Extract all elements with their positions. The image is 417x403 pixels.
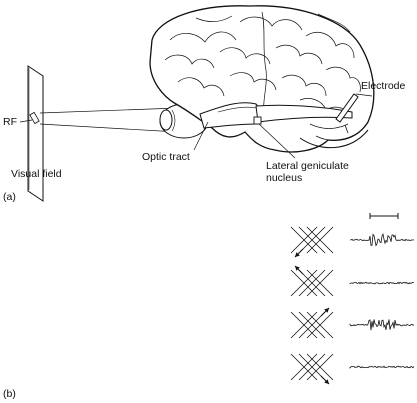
rf-label: RF xyxy=(3,116,17,128)
arrow-head xyxy=(324,379,329,384)
electrode-label: Electrode xyxy=(361,80,406,92)
optic-pathway xyxy=(199,102,353,129)
arrow-head xyxy=(295,266,300,271)
stimulus-icon xyxy=(290,226,334,258)
receptive-field-bar xyxy=(29,111,40,125)
brain-gyri xyxy=(164,11,361,141)
stimulus-icons xyxy=(290,226,334,385)
response-traces xyxy=(349,233,415,369)
electrode-leader-line xyxy=(355,93,373,97)
lgn-nucleus xyxy=(253,116,262,125)
stimulus-icon xyxy=(290,307,334,339)
electrode xyxy=(335,93,359,134)
lgn-label-line1: Lateral geniculate xyxy=(266,160,349,172)
lgn-label-line2: nucleus xyxy=(266,172,303,184)
time-scale-bar xyxy=(369,213,399,219)
arrow-head xyxy=(324,308,329,313)
panel-b-label: (b) xyxy=(3,388,16,400)
visual-field-label: Visual field xyxy=(11,168,62,180)
arrow-head xyxy=(295,252,300,257)
stimulus-icon xyxy=(290,265,334,297)
visual-field-screen xyxy=(27,65,44,202)
lgn-leader-line xyxy=(258,123,296,159)
spike-burst-trace xyxy=(349,233,415,247)
rf-leader-line xyxy=(19,119,33,123)
spike-burst-trace xyxy=(349,319,415,331)
baseline-trace xyxy=(349,365,415,369)
baseline-trace xyxy=(349,281,415,285)
optic-tract-leader-line xyxy=(193,121,209,151)
optic-tract-label: Optic tract xyxy=(142,151,190,163)
panel-a-label: (a) xyxy=(3,191,16,203)
stimulus-icon xyxy=(290,353,334,385)
